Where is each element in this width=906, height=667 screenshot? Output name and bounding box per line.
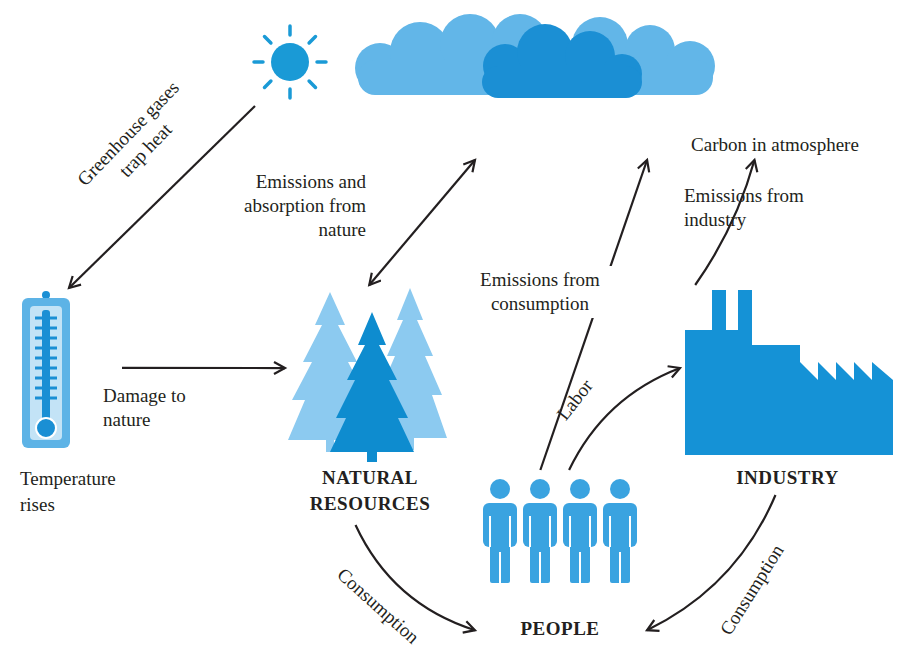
edge-label: Emissions from industry [684,184,834,232]
node-label: Temperature rises [20,466,120,518]
edge-label: Consumption [325,557,430,655]
factory-node: INDUSTRY [680,285,897,495]
node-label: PEOPLE [475,616,645,642]
edge-label: Emissions from consumption [440,266,640,318]
edge-label: Emissions and absorption from nature [232,170,366,242]
thermometer-icon [22,291,70,448]
node-label: Carbon in atmosphere [650,132,900,158]
cloud-dark [482,24,642,98]
people-icon [483,479,637,583]
cloud-node: Carbon in atmosphere [255,18,902,160]
connector-arrow [122,367,285,369]
sun-icon [254,26,326,98]
trees-icon [288,288,447,462]
people-node: PEOPLE [475,470,647,650]
factory-icon [685,290,893,455]
edge-label: Labor [547,369,603,431]
trees-node: NATURAL RESOURCES [285,285,457,525]
edge-label: Damage to nature [103,384,213,432]
node-label: NATURAL RESOURCES [285,465,455,517]
edge-label: Consumption [710,533,794,647]
edge-label: Greenhouse gases trap heat [68,71,207,212]
thermometer-node: Temperature rises [16,288,122,528]
node-label: INDUSTRY [680,465,895,491]
